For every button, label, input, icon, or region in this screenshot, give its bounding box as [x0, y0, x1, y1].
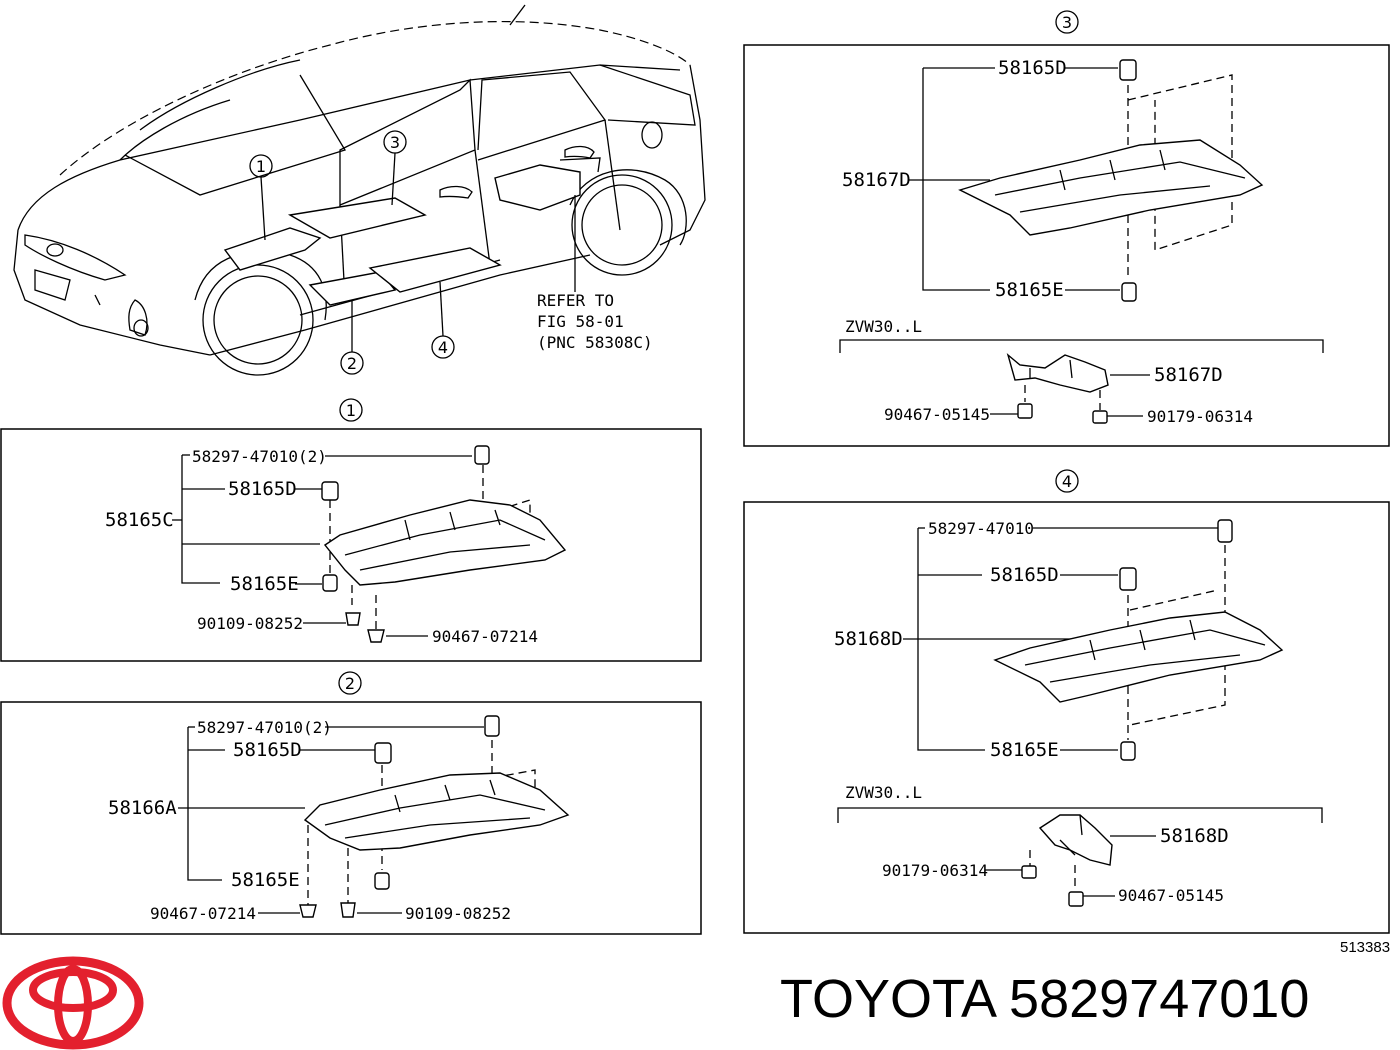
panel-1-c-label: 58165C [105, 509, 174, 531]
car-callout-2: 2 [347, 354, 357, 373]
panel-4-number: 4 [1062, 472, 1072, 491]
panel-1-bolt-label: 90109-08252 [197, 614, 303, 633]
car-illustration [13, 4, 706, 376]
panel-2-number: 2 [345, 674, 355, 693]
panel-3-number: 3 [1062, 13, 1072, 32]
panel-4-variant-label: ZVW30..L [845, 783, 922, 802]
panel-1-nut-label: 90467-07214 [432, 627, 538, 646]
panel-4-d-label: 58165D [990, 564, 1059, 586]
panel-2-d-label: 58165D [233, 739, 302, 761]
refer-note-line-3: (PNC 58308C) [537, 333, 653, 352]
panel-1-e-label: 58165E [230, 573, 299, 595]
brand-part-number: TOYOTA 5829747010 [780, 969, 1310, 1029]
panel-2-clip-label: 58297-47010(2) [197, 718, 332, 737]
panel-3-sub-right-label: 90179-06314 [1147, 407, 1253, 426]
panel-4-sub-cover-label: 58168D [1160, 825, 1229, 847]
panel-2-a-label: 58166A [108, 797, 177, 819]
panel-3: 3 58165D 58167D 58165E ZVW30..L 58167D 9… [743, 10, 1390, 447]
panel-3-e-label: 58165E [995, 279, 1064, 301]
panel-3-sub-cover-label: 58167D [1154, 364, 1223, 386]
panel-3-cover-label: 58167D [842, 169, 911, 191]
panel-1: 1 58297-47010(2) 58165D 58165C 58165E [0, 398, 702, 662]
toyota-logo-icon [2, 956, 144, 1050]
refer-note-line-2: FIG 58-01 [537, 312, 624, 331]
catalog-number: 513383 [1340, 939, 1391, 956]
panel-4-e-label: 58165E [990, 739, 1059, 761]
panel-2: 2 58297-47010(2) 58165D 58166A 58165E 90… [0, 671, 702, 935]
car-callout-3: 3 [390, 133, 400, 152]
panel-4-cover-label: 58168D [834, 628, 903, 650]
panel-1-clip-label: 58297-47010(2) [192, 447, 327, 466]
car-callout-4: 4 [438, 338, 448, 357]
panel-4-sub-left-label: 90179-06314 [882, 861, 988, 880]
car-callouts: 1 3 2 4 REFER TO FIG 58-01 (PNC 58308C) [249, 130, 653, 375]
panel-3-variant-label: ZVW30..L [845, 317, 922, 336]
panel-2-nut-label: 90467-07214 [150, 904, 256, 923]
panel-1-number: 1 [346, 401, 356, 420]
panel-3-sub-left-label: 90467-05145 [884, 405, 990, 424]
panel-2-bolt-label: 90109-08252 [405, 904, 511, 923]
panel-3-d-label: 58165D [998, 57, 1067, 79]
refer-note-line-1: REFER TO [537, 291, 614, 310]
panel-2-e-label: 58165E [231, 869, 300, 891]
panel-4: 4 58297-47010 58165D 58168D 58165E [743, 469, 1390, 934]
panel-4-sub-right-label: 90467-05145 [1118, 886, 1224, 905]
car-callout-1: 1 [256, 157, 266, 176]
panel-4-clip-label: 58297-47010 [928, 519, 1034, 538]
panel-1-d-label: 58165D [228, 478, 297, 500]
